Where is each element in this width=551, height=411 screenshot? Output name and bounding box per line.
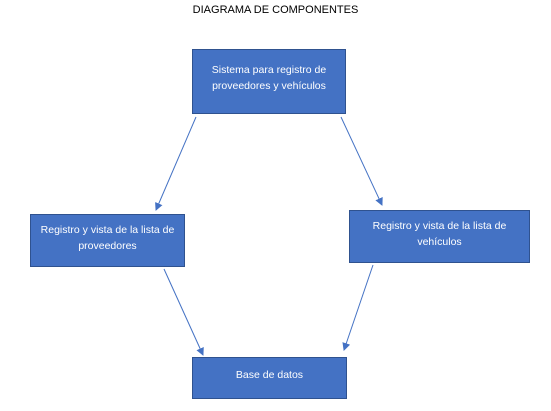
edge-sistema-vehiculos [340,116,383,206]
node-vehiculos[interactable]: Registro y vista de la lista de vehículo… [349,210,530,263]
edge-sistema-proveedores [155,116,197,211]
node-sistema-label: Sistema para registro de proveedores y v… [211,64,327,92]
node-base-datos[interactable]: Base de datos [192,357,347,399]
node-vehiculos-label: Registro y vista de la lista de vehículo… [372,220,507,248]
edge-proveedores-base-datos [163,268,204,356]
edge-vehiculos-base-datos [342,264,374,351]
node-proveedores[interactable]: Registro y vista de la lista de proveedo… [30,214,185,267]
node-proveedores-label: Registro y vista de la lista de proveedo… [40,224,175,252]
node-base-datos-label: Base de datos [235,369,304,381]
diagram-title: DIAGRAMA DE COMPONENTES [192,4,359,16]
node-sistema[interactable]: Sistema para registro de proveedores y v… [192,49,346,114]
